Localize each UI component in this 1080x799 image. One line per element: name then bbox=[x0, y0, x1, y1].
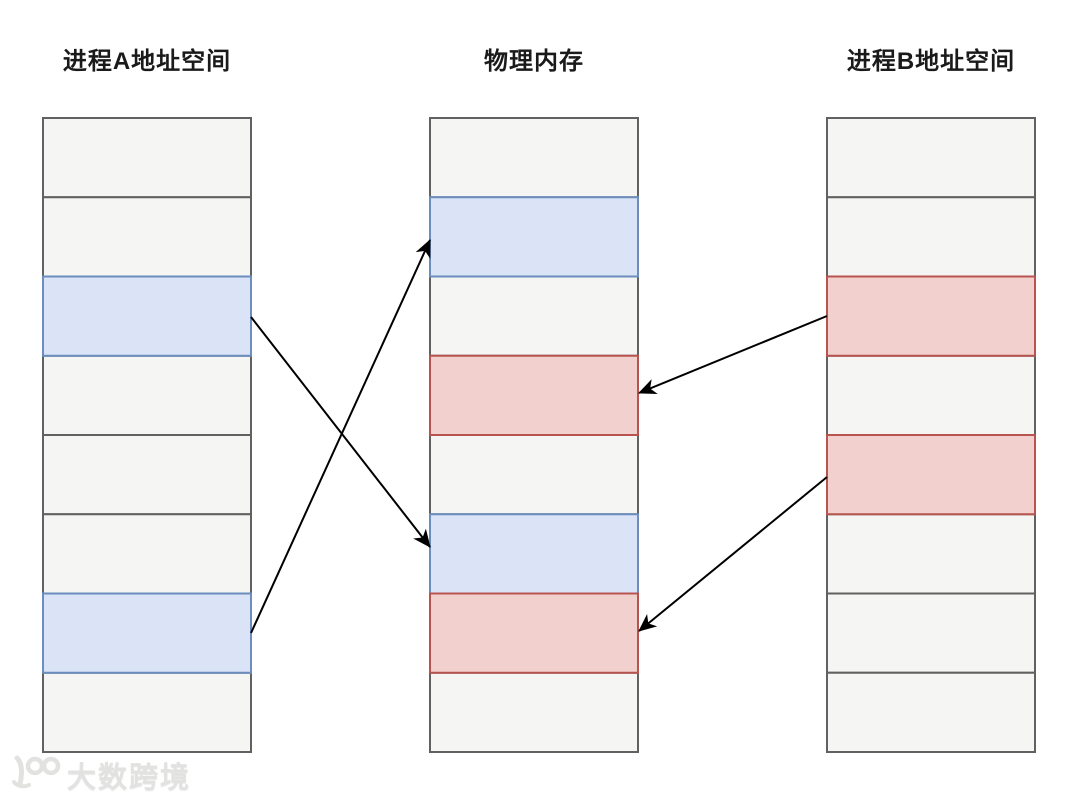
physical-memory-cell-5-blue bbox=[429, 513, 639, 595]
process-a-address-space-cell-0 bbox=[42, 117, 252, 199]
physical-memory-cell-2 bbox=[429, 275, 639, 357]
physical-memory-cell-6-red bbox=[429, 592, 639, 674]
process-b-address-space-cell-3 bbox=[826, 354, 1036, 436]
mapping-arrow-process-a-page2-to-physical bbox=[250, 239, 431, 634]
process-b-address-space-cell-5 bbox=[826, 513, 1036, 595]
process-b-address-space-cell-7 bbox=[826, 671, 1036, 753]
physical-memory-cell-1-blue bbox=[429, 196, 639, 278]
mapping-arrow-process-b-page1-to-physical bbox=[638, 315, 828, 394]
process-a-address-space-cell-7 bbox=[42, 671, 252, 753]
physical-memory-cell-0 bbox=[429, 117, 639, 199]
column-title-process-b: 进程B地址空间 bbox=[846, 48, 1016, 75]
process-a-address-space-cell-5 bbox=[42, 513, 252, 595]
process-a-address-space-cell-4 bbox=[42, 434, 252, 516]
watermark-text: 大数跨境 bbox=[67, 762, 192, 794]
mapping-arrow-process-b-page2-to-physical bbox=[638, 476, 828, 632]
column-title-physical-memory: 物理内存 bbox=[484, 48, 584, 75]
process-b-address-space-cell-0 bbox=[826, 117, 1036, 199]
column-title-process-a: 进程A地址空间 bbox=[62, 48, 232, 75]
physical-memory-cell-7 bbox=[429, 671, 639, 753]
process-b-address-space-cell-1 bbox=[826, 196, 1036, 278]
process-b-address-space-cell-2-red bbox=[826, 275, 1036, 357]
process-a-address-space-cell-2-blue bbox=[42, 275, 252, 357]
process-b-address-space-cell-4-red bbox=[826, 434, 1036, 516]
process-b-address-space-cell-6 bbox=[826, 592, 1036, 674]
watermark: 大数跨境 bbox=[10, 752, 191, 798]
physical-memory-cell-4 bbox=[429, 434, 639, 516]
process-a-address-space-cell-1 bbox=[42, 196, 252, 278]
watermark-logo-icon bbox=[12, 755, 61, 789]
physical-memory-cell-3-red bbox=[429, 354, 639, 436]
mapping-arrow-process-a-page1-to-physical bbox=[250, 316, 431, 548]
process-a-address-space-cell-3 bbox=[42, 354, 252, 436]
process-a-address-space-cell-6-blue bbox=[42, 592, 252, 674]
